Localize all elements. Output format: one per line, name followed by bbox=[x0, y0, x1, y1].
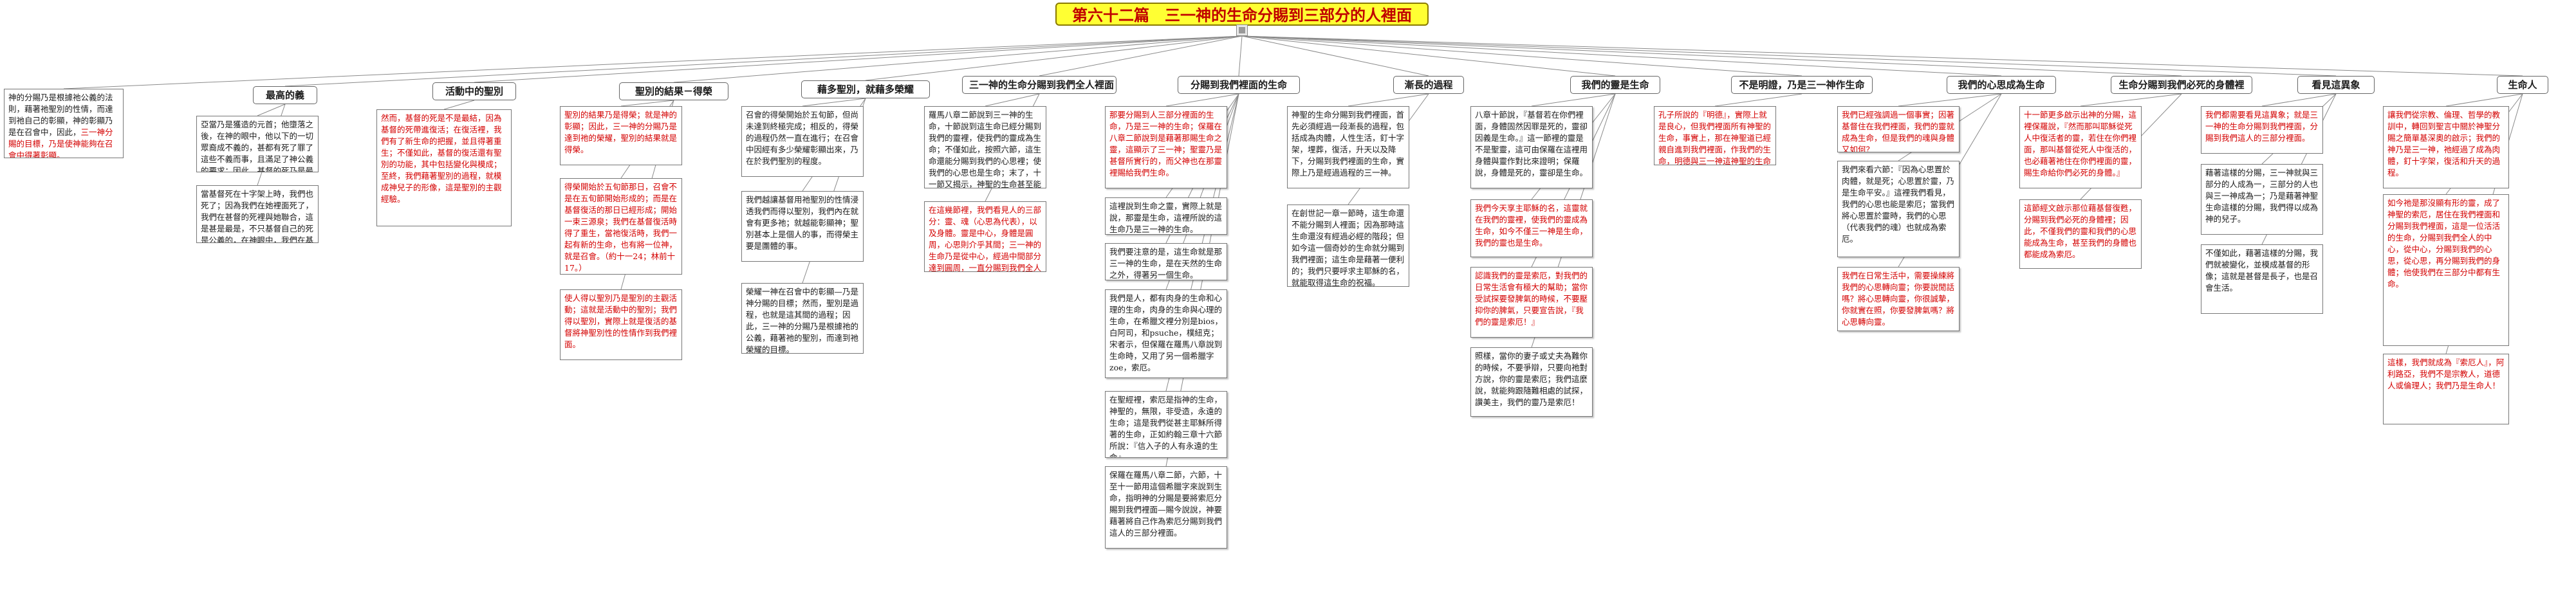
collapse-toggle-icon[interactable] bbox=[1236, 24, 1248, 36]
branch-connector bbox=[63, 35, 1243, 89]
branch-head[interactable]: 藉多聖別，就藉多榮耀 bbox=[801, 80, 930, 98]
note-block: 保羅在羅馬八章二節，六節，十至十一節用這個希臘字來說到生命，指明神的分賜是要將索… bbox=[1105, 466, 1227, 549]
branch-connector bbox=[1241, 35, 1429, 77]
note-block: 認識我們的靈是索厄，對我們的日常生活會有極大的幫助；當你受試探要發脾氣的時候，不… bbox=[1470, 267, 1593, 338]
branch-head[interactable]: 漸長的過程 bbox=[1393, 76, 1464, 94]
note-connector bbox=[802, 98, 866, 107]
branch-connector bbox=[284, 35, 1243, 87]
note-block: 我們來看六節：『因為心思置於肉體，就是死；心思置於靈，乃是生命平安。』這裡我們看… bbox=[1837, 161, 1960, 257]
note-block: 我們今天享主耶穌的名，這靈就在我們的靈裡，使我們的靈成為生命，如今不僅三一神是生… bbox=[1470, 199, 1593, 257]
note-connector bbox=[2261, 93, 2337, 107]
note-block: 藉著這樣的分賜，三一神就與三部分的人成為一，三部分的人也與三一神成為一；乃是藉著… bbox=[2201, 164, 2323, 235]
note-connector bbox=[1165, 93, 1239, 107]
note-block: 我們在日常生活中，需要操練將我們的心思轉向靈；你要說閒話嗎？將心思轉向靈，你很誠… bbox=[1837, 267, 1960, 331]
note-block: 當基督死在十字架上時，我們也死了；因為我們在她裡面死了，我們在甚督的死裡與她聯合… bbox=[196, 185, 319, 243]
note-connector bbox=[1898, 93, 2002, 107]
note-block: 在這幾節裡，我們看見人的三部分：靈、魂（心思為代表），以及身體。靈是中心，身體是… bbox=[924, 201, 1046, 272]
note-block: 羅馬八章二節說到三一神的生命，十節說到這生命已經分賜到我們的靈裡，使我們的靈成為… bbox=[924, 106, 1046, 188]
note-block: 得榮開始於五旬節那日，召會不是在五旬節開始形成的；而是在基督復活的那日已經形成；… bbox=[560, 178, 682, 275]
branch-head[interactable]: 最高的義 bbox=[253, 86, 317, 104]
branch-connector bbox=[673, 35, 1243, 83]
note-block: 榮耀一神在召會中的彰顯—乃是神分賜的目標；然而，聖別是過程，也就是這其間的過程；… bbox=[741, 283, 864, 354]
note-connector bbox=[1531, 93, 1616, 107]
note-block: 這樣，我們就成為『索厄人』，阿利路亞，我們不是宗教人，道德人或倫理人；我們乃是生… bbox=[2383, 354, 2509, 424]
branch-connector bbox=[474, 35, 1243, 83]
branch-connector bbox=[1241, 35, 2182, 77]
note-block: 孔子所說的『明德』，實際上就是良心，但我們裡面所有神聖的生命，事實上，那在神聖道… bbox=[1654, 106, 1776, 165]
branch-connector bbox=[1039, 35, 1243, 77]
note-block: 照樣，當你的妻子或丈夫為難你的時候，不要爭辯，只要向祂對方說，你的靈是索厄；我們… bbox=[1470, 347, 1593, 417]
branch-head[interactable]: 我們的心思成為生命 bbox=[1947, 76, 2056, 94]
branch-connector bbox=[1241, 35, 1616, 77]
branch-head[interactable]: 不是明證，乃是三一神作生命 bbox=[1731, 76, 1873, 94]
note-connector bbox=[1348, 93, 1429, 107]
note-block: 在創世記一章一節時，這生命還不能分賜到人裡面；因為那時這生命還沒有經過必經的階段… bbox=[1287, 205, 1409, 287]
note-block: 我們越讓基督用祂聖別的性情浸透我們而得以聖別，我們內在就會有更多祂；就越能彰顯神… bbox=[741, 191, 864, 262]
note-connector bbox=[443, 100, 475, 110]
note-block: 聖別的結果乃是得榮；就是神的彰顯；因此，三一神的分賜乃是達到祂的榮耀，聖別的結果… bbox=[560, 106, 682, 165]
branch-connector bbox=[1241, 35, 2002, 77]
branch-head[interactable]: 聖別的結果－得榮 bbox=[619, 82, 728, 100]
note-block: 我們要注意的是，這生命就是那三一神的生命，是在天然的生命之外，得著另一個生命。 bbox=[1105, 243, 1227, 280]
note-block: 這裡說到生命之靈，實際上就是說，那靈是生命，這裡所說的這生命乃是三一神的生命。 bbox=[1105, 197, 1227, 235]
branch-head[interactable]: 三一神的生命分賜到我們全人裡面 bbox=[962, 76, 1117, 94]
branch-head[interactable]: 生命分賜到我們必死的身體裡 bbox=[2111, 76, 2252, 94]
note-block: 十一節更多啟示出神的分賜，這裡保羅說，『然而那叫耶穌從死人中復活者的靈，若住在你… bbox=[2019, 106, 2142, 188]
branch-head[interactable]: 看見這異象 bbox=[2297, 76, 2375, 94]
note-connector bbox=[2445, 93, 2523, 107]
note-block: 在聖經裡，索厄是指神的生命，神聖的，無限，非受造，永遠的生命；這是我們從甚主耶穌… bbox=[1105, 391, 1227, 458]
note-connector bbox=[2080, 93, 2182, 107]
branch-connector bbox=[1241, 35, 1802, 77]
note-block: 不僅如此，藉著這樣的分賜，我們就被變化，並模成基督的形像；這就是甚督是長子，也是… bbox=[2201, 244, 2323, 314]
note-block: 讓我們從宗教、倫理、哲學的教訓中，轉回到聖言中關於神聖分賜之簡單基深奧的啟示；我… bbox=[2383, 106, 2509, 188]
branch-head[interactable]: 生命人 bbox=[2497, 76, 2548, 94]
note-connector bbox=[257, 104, 286, 116]
note-connector bbox=[620, 100, 674, 107]
note-block: 這節經文啟示那位藉基督復甦，分賜到我們必死的身體裡；因此，不僅我們的靈和我們的心… bbox=[2019, 199, 2142, 269]
branch-connector bbox=[1238, 35, 1243, 77]
note-block: 然而，基督的死是不是最結，因為基督的死帶進復活；在復活裡，我們有了新生命的把握，… bbox=[376, 109, 512, 226]
note-block: 那要分賜到人三部分裡面的生命，乃是三一神的生命；保羅在八章二節說到是藉著那賜生命… bbox=[1105, 106, 1227, 188]
note-block: 我們都需要看見這異象；就是三一神的生命分賜到我們裡面，分賜到我們這人的三部分裡面… bbox=[2201, 106, 2323, 154]
note-block: 如今祂是那沒顯有形的靈，成了神聖的索厄，居住在我們裡面和分賜到我們裡面，這是一位… bbox=[2383, 194, 2509, 346]
note-connector bbox=[985, 93, 1040, 107]
note-block: 八章十節說，『基督若在你們裡面，身體固然因罪是死的，靈卻因義是生命。』這一節裡的… bbox=[1470, 106, 1593, 188]
note-block: 神聖的生命分賜到我們裡面，首先必須經過一段漸長的過程，包括成為肉體，人性生活，釘… bbox=[1287, 106, 1409, 188]
note-connector bbox=[1714, 93, 1802, 107]
branch-connector bbox=[865, 35, 1243, 81]
branch-head[interactable]: 活動中的聖別 bbox=[432, 82, 516, 100]
branch-head[interactable]: 我們的靈是生命 bbox=[1570, 76, 1660, 94]
note-block: 召會的得榮開始於五旬節，但尚未達到終極完成；相反的，得榮的過程仍然一直在進行；在… bbox=[741, 106, 864, 177]
branch-connector bbox=[1241, 35, 2337, 77]
note-block: 我們已經強調過一個事實；因著基督住在我們裡面，我們的靈就成為生命，但是我們的魂與… bbox=[1837, 106, 1960, 152]
note-block: 亞當乃是獲造的元首；他墮落之後，在神的眼中，他以下的一切眾裔成不義的，甚都有死了… bbox=[196, 116, 319, 172]
branch-connector bbox=[1241, 35, 2523, 77]
note-block: 我們是人，都有肉身的生命和心理的生命，肉身的生命與心理的生命，在希臘文裡分別是b… bbox=[1105, 289, 1227, 378]
note-block: 使人得以聖別乃是聖別的主觀活動；這就是活動中的聖別；我們得以聖別，實際上就是復活… bbox=[560, 289, 682, 360]
branch-head[interactable]: 分賜到我們裡面的生命 bbox=[1178, 76, 1300, 94]
diagram-title: 第六十二篇 三一神的生命分賜到三部分的人裡面 bbox=[1055, 3, 1429, 26]
intro-note: 神的分賜乃是根據祂公義的法則，藉著祂聖別的性情，而達到祂自己的彰顯，神的彰顯乃是… bbox=[4, 89, 124, 158]
